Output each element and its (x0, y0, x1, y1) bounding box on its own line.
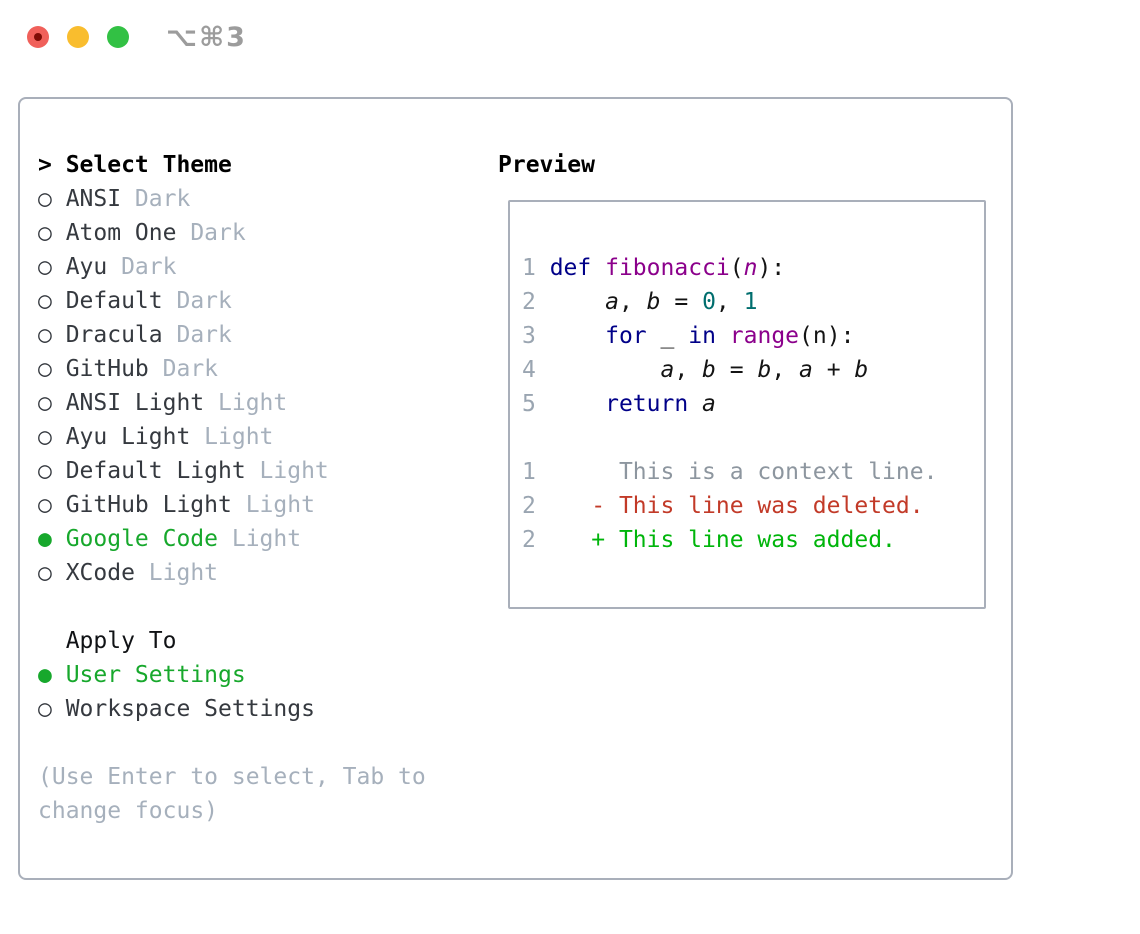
apply-to-option-user-settings[interactable]: ● User Settings (38, 658, 426, 692)
line-number: 3 (522, 323, 550, 349)
theme-variant-label: Light (218, 390, 288, 416)
help-text: change focus) (38, 798, 219, 824)
spacer-line (38, 590, 426, 624)
theme-variant-label: Light (148, 560, 219, 586)
theme-option-github-light[interactable]: ○ GitHub Light Light (38, 488, 426, 522)
code-line-2: 2 a, b = 0, 1 (522, 289, 758, 315)
theme-variant-label: Dark (176, 322, 232, 348)
apply-to-option-label: Workspace Settings (65, 696, 315, 722)
window-titlebar: ⌥⌘3 (0, 0, 1140, 75)
theme-option-label: XCode (65, 560, 135, 586)
selection-cursor: > (38, 152, 52, 178)
theme-option-label: Google Code (65, 526, 219, 552)
line-number: 2 (522, 493, 550, 519)
spacer-line (38, 726, 426, 760)
preview-box: 1 def fibonacci(n): 2 a, b = 0, 1 3 for _ … (508, 200, 986, 609)
close-button[interactable] (27, 26, 49, 48)
diff-added-line: 2 + This line was added. (522, 527, 896, 553)
theme-option-ansi-light[interactable]: ○ ANSI Light Light (38, 386, 426, 420)
diff-context-line: 1 This is a context line. (522, 459, 938, 485)
theme-option-google-code[interactable]: ● Google Code Light (38, 522, 426, 556)
theme-option-ayu[interactable]: ○ Ayu Dark (38, 250, 426, 284)
line-number: 1 (522, 255, 550, 281)
theme-option-github[interactable]: ○ GitHub Dark (38, 352, 426, 386)
theme-variant-label: Dark (190, 220, 246, 246)
code-line-1: 1 def fibonacci(n): (522, 255, 786, 281)
theme-variant-label: Light (245, 492, 315, 518)
theme-option-label: Atom One (65, 220, 177, 246)
theme-option-label: GitHub (65, 356, 149, 382)
theme-option-default[interactable]: ○ Default Dark (38, 284, 426, 318)
blank-line (522, 421, 984, 455)
theme-option-ayu-light[interactable]: ○ Ayu Light Light (38, 420, 426, 454)
theme-option-ansi[interactable]: ○ ANSI Dark (38, 182, 426, 216)
radio-unselected-icon: ○ (38, 492, 52, 518)
line-number: 2 (522, 527, 550, 553)
radio-selected-icon: ● (38, 526, 52, 552)
preview-title: Preview (498, 152, 595, 178)
help-text-line-2: change focus) (38, 794, 426, 828)
theme-option-label: Dracula (65, 322, 163, 348)
line-number: 1 (522, 459, 550, 485)
theme-option-xcode[interactable]: ○ XCode Light (38, 556, 426, 590)
theme-variant-label: Dark (134, 186, 191, 212)
radio-unselected-icon: ○ (38, 458, 52, 484)
theme-list-header: > Select Theme (38, 148, 426, 182)
theme-option-atom-one[interactable]: ○ Atom One Dark (38, 216, 426, 250)
theme-variant-label: Dark (176, 288, 232, 314)
radio-unselected-icon: ○ (38, 390, 52, 416)
theme-option-label: Default (65, 288, 163, 314)
close-button-dot (34, 33, 42, 41)
apply-to-option-label: User Settings (65, 662, 246, 688)
help-text: (Use Enter to select, Tab to (38, 764, 426, 790)
code-line-4: 4 a, b = b, a + b (522, 357, 869, 383)
theme-variant-label: Dark (162, 356, 219, 382)
minimize-button[interactable] (67, 26, 89, 48)
theme-variant-label: Light (204, 424, 274, 450)
theme-option-label: GitHub Light (65, 492, 232, 518)
theme-list-title: Select Theme (65, 152, 232, 178)
radio-unselected-icon: ○ (38, 560, 52, 586)
theme-option-label: Ayu (65, 254, 108, 280)
radio-unselected-icon: ○ (38, 254, 52, 280)
radio-unselected-icon: ○ (38, 696, 52, 722)
line-number: 4 (522, 357, 550, 383)
apply-to-title: Apply To (65, 628, 177, 654)
radio-unselected-icon: ○ (38, 424, 52, 450)
theme-variant-label: Light (259, 458, 329, 484)
theme-option-label: Default Light (65, 458, 246, 484)
code-line-3: 3 for _ in range(n): (522, 323, 855, 349)
line-number: 2 (522, 289, 550, 315)
radio-unselected-icon: ○ (38, 288, 52, 314)
help-text-line-1: (Use Enter to select, Tab to (38, 760, 426, 794)
code-line-5: 5 return a (522, 391, 716, 417)
radio-unselected-icon: ○ (38, 220, 52, 246)
preview-code: 1 def fibonacci(n): 2 a, b = 0, 1 3 for _ … (510, 202, 984, 557)
theme-option-label: ANSI (65, 186, 122, 212)
theme-variant-label: Light (231, 526, 302, 552)
theme-option-default-light[interactable]: ○ Default Light Light (38, 454, 426, 488)
theme-option-label: ANSI Light (65, 390, 205, 416)
radio-unselected-icon: ○ (38, 186, 52, 212)
theme-option-label: Ayu Light (65, 424, 191, 450)
theme-variant-label: Dark (121, 254, 177, 280)
apply-to-option-workspace-settings[interactable]: ○ Workspace Settings (38, 692, 426, 726)
maximize-button[interactable] (107, 26, 129, 48)
radio-unselected-icon: ○ (38, 322, 52, 348)
theme-option-dracula[interactable]: ○ Dracula Dark (38, 318, 426, 352)
window-shortcut-label: ⌥⌘3 (166, 22, 247, 53)
line-number: 5 (522, 391, 550, 417)
apply-to-header: Apply To (38, 624, 426, 658)
diff-deleted-line: 2 - This line was deleted. (522, 493, 924, 519)
radio-unselected-icon: ○ (38, 356, 52, 382)
radio-selected-icon: ● (38, 662, 52, 688)
